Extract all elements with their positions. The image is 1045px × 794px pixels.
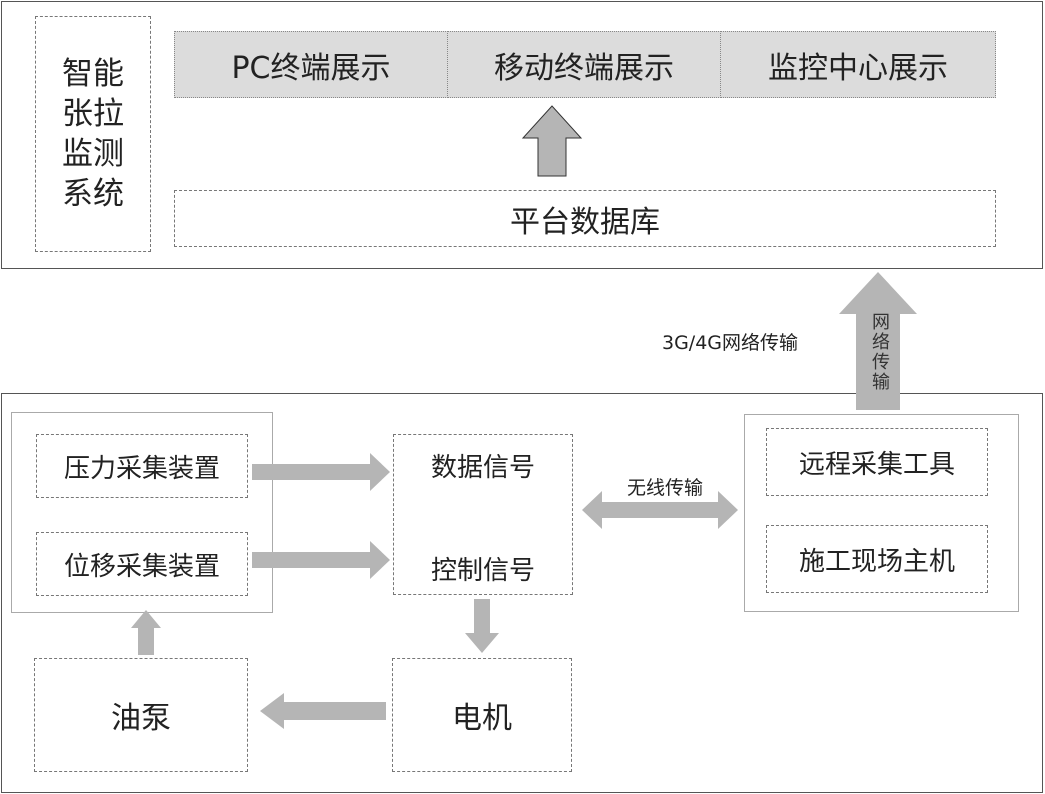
platform-database-label: 平台数据库 (510, 204, 660, 240)
motor-label: 电机 (452, 701, 512, 736)
display-mobile: 移动终端展示 (447, 31, 721, 98)
arrow-wireless-bidirectional (582, 491, 738, 529)
displacement-device: 位移采集装置 (36, 532, 248, 596)
control-signal: 控制信号 (393, 548, 573, 588)
motor: 电机 (392, 658, 572, 772)
data-signal: 数据信号 (393, 445, 573, 485)
network-arrow-label: 网络传输 (869, 312, 890, 392)
display-monitor-label: 监控中心展示 (768, 50, 948, 86)
platform-database: 平台数据库 (174, 190, 996, 247)
arrow-pressure-to-signal (252, 453, 390, 491)
wireless-label: 无线传输 (626, 476, 703, 499)
oil-pump: 油泵 (34, 658, 248, 772)
network-label: 3G/4G网络传输 (662, 332, 799, 354)
arrow-pump-to-devices (131, 610, 161, 655)
site-host-label: 施工现场主机 (798, 546, 955, 577)
display-mobile-label: 移动终端展示 (494, 50, 674, 86)
system-title-box: 智能张拉监测系统 (35, 16, 151, 252)
remote-group-frame (744, 414, 1019, 612)
display-pc-label: PC终端展示 (231, 50, 391, 86)
pressure-device: 压力采集装置 (36, 434, 248, 498)
display-monitor: 监控中心展示 (720, 31, 996, 98)
control-signal-label: 控制信号 (430, 555, 535, 586)
oil-pump-label: 油泵 (111, 701, 171, 736)
site-host: 施工现场主机 (766, 525, 988, 593)
arrow-signal-to-motor (465, 599, 499, 653)
displacement-device-label: 位移采集装置 (63, 551, 220, 582)
arrow-up-network (839, 272, 917, 410)
signal-box (393, 434, 573, 595)
arrow-motor-to-pump (260, 693, 386, 729)
data-signal-label: 数据信号 (430, 452, 535, 483)
system-title: 智能张拉监测系统 (62, 56, 124, 212)
top-system-frame (1, 1, 1043, 269)
pressure-device-label: 压力采集装置 (63, 453, 220, 484)
remote-collect-tool: 远程采集工具 (766, 428, 988, 496)
arrow-up-display (521, 105, 583, 177)
display-pc: PC终端展示 (174, 31, 448, 98)
arrow-displacement-to-signal (252, 541, 390, 579)
bottom-system-frame (1, 393, 1043, 793)
device-group-frame (11, 412, 273, 613)
remote-collect-tool-label: 远程采集工具 (798, 449, 955, 480)
